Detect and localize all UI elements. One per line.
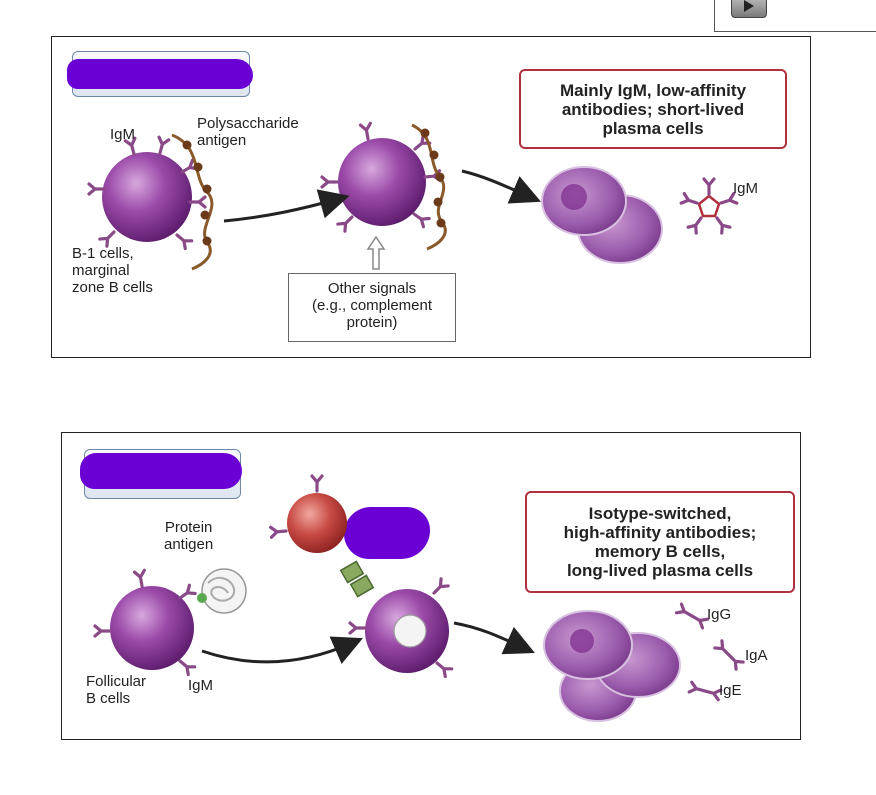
ige-antibody xyxy=(687,680,723,702)
activated-b-cell xyxy=(320,121,442,233)
plasma-cells xyxy=(541,166,663,264)
bottom-diagram xyxy=(93,474,745,722)
igg-antibody xyxy=(674,602,710,630)
igm-pentamer xyxy=(679,177,739,235)
result-box-switched: Isotype-switched,high-affinity antibodie… xyxy=(525,491,795,593)
label-igm-pentamer: IgM xyxy=(733,180,759,197)
tcr-mhc-complex xyxy=(339,560,375,598)
label-ige: IgE xyxy=(719,682,742,699)
redaction-scribble xyxy=(67,59,253,89)
other-signals-box: Other signals (e.g., complement protein) xyxy=(288,273,456,342)
arrow-2 xyxy=(453,621,535,655)
arrow-2 xyxy=(461,169,542,204)
top-diagram xyxy=(87,121,739,271)
iga-antibody xyxy=(713,639,745,671)
redaction-scribble-2 xyxy=(344,507,430,559)
activated-b-cell xyxy=(348,577,454,679)
control-panel-edge xyxy=(714,0,876,32)
b1-cell xyxy=(87,135,207,251)
label-igg: IgG xyxy=(707,606,732,623)
helper-t-cell xyxy=(269,474,347,553)
redaction-scribble xyxy=(80,453,242,489)
play-icon xyxy=(744,0,754,12)
plasma-cells xyxy=(543,610,681,722)
polysaccharide-antigen-2 xyxy=(411,123,447,251)
arrow-1 xyxy=(223,189,350,223)
arrow-1 xyxy=(201,636,363,664)
label-igm: IgM xyxy=(110,126,136,143)
play-button[interactable] xyxy=(731,0,767,18)
protein-antigen-1 xyxy=(197,568,247,614)
label-iga: IgA xyxy=(745,647,768,664)
polysaccharide-antigen-1 xyxy=(171,133,214,271)
follicular-b-cell xyxy=(93,568,197,677)
signals-arrow xyxy=(366,235,386,270)
label-igm: IgM xyxy=(188,677,214,694)
